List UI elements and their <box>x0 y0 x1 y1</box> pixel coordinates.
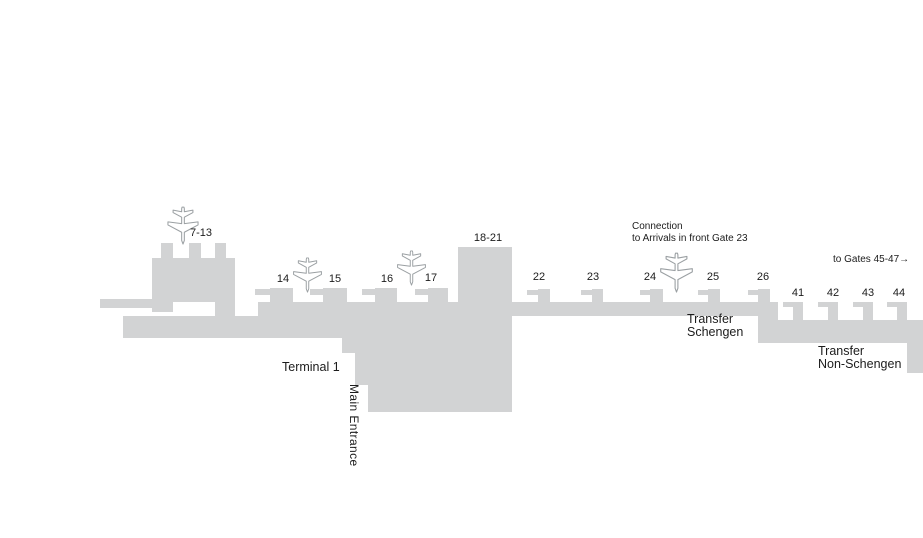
building-gate24-stub <box>650 289 663 303</box>
building-west-arm <box>100 299 152 308</box>
to-gates-45-47-note: to Gates 45-47→ <box>833 254 909 266</box>
building-central-block-a <box>342 338 512 353</box>
gate-label-25: 25 <box>706 271 720 283</box>
gate-label-42: 42 <box>826 287 840 299</box>
building-gate42-stub <box>828 302 838 320</box>
building-gate41-ledge <box>783 302 793 307</box>
building-gate23-ledge <box>581 290 592 295</box>
building-gate26-stub <box>758 289 770 303</box>
building-main-corridor <box>123 316 512 338</box>
building-gate17-ledge <box>415 289 428 295</box>
gate-label-18-21: 18-21 <box>473 232 503 244</box>
building-gates7-13-block <box>152 258 235 302</box>
connection-note-line2: to Arrivals in front Gate 23 <box>632 232 748 244</box>
building-pier-west-band <box>258 302 512 316</box>
gate-label-23: 23 <box>586 271 600 283</box>
airplane-icon-gates24-25 <box>660 252 693 293</box>
building-gates7-13-stub-1 <box>161 243 173 258</box>
building-central-block-b <box>355 353 512 385</box>
airplane-icon-gates16-17 <box>397 250 426 286</box>
building-gate22-ledge <box>527 290 538 295</box>
main-entrance-label: Main Entrance <box>347 384 361 467</box>
building-gate14-ledge <box>255 289 270 295</box>
gate-label-43: 43 <box>861 287 875 299</box>
transfer-schengen-line2: Schengen <box>687 325 744 340</box>
building-pier-east-band <box>512 302 770 316</box>
building-gate25-ledge <box>698 290 708 295</box>
building-gate43-stub <box>863 302 873 320</box>
right-arrow-icon: → <box>899 254 910 265</box>
building-central-block-c <box>368 385 512 412</box>
building-gate26-ledge <box>748 290 758 295</box>
transfer-non-schengen-label: Transfer Non-Schengen <box>818 344 902 372</box>
transfer-non-schengen-line1: Transfer <box>818 344 865 358</box>
transfer-schengen-label: Transfer Schengen <box>687 312 744 340</box>
building-gate16-ledge <box>362 289 375 295</box>
building-gate43-ledge <box>853 302 863 307</box>
building-gate22-stub <box>538 289 550 303</box>
building-gates7-13-foot-east <box>215 302 235 317</box>
airplane-icon-gates7-13 <box>167 206 199 245</box>
gate-label-41: 41 <box>791 287 805 299</box>
gate-label-44: 44 <box>892 287 906 299</box>
building-gate24-ledge <box>640 290 650 295</box>
gate-label-17: 17 <box>424 272 438 284</box>
building-gates18-21-block <box>458 247 512 316</box>
to-gates-45-47-text: to Gates 45-47 <box>833 254 900 265</box>
transfer-non-schengen-line2: Non-Schengen <box>818 357 902 372</box>
building-gate25-stub <box>708 289 720 303</box>
gate-label-14: 14 <box>276 273 290 285</box>
terminal-1-label: Terminal 1 <box>282 360 340 374</box>
building-gates7-13-stub-3 <box>215 243 226 258</box>
building-gate15-ledge <box>310 289 323 295</box>
building-nonschengen-band <box>758 320 923 343</box>
building-gate41-stub <box>793 302 803 320</box>
gate-label-7-13: 7-13 <box>189 227 213 239</box>
building-gate16-stub <box>375 288 397 303</box>
gate-label-26: 26 <box>756 271 770 283</box>
building-gate14-stub <box>270 288 293 303</box>
connection-note-line1: Connection <box>632 221 683 232</box>
building-gate17-stub <box>428 288 448 303</box>
building-gate42-ledge <box>818 302 828 307</box>
gate-label-15: 15 <box>328 273 342 285</box>
building-gate23-stub <box>592 289 603 303</box>
building-gates7-13-foot-west <box>152 302 173 312</box>
building-gate44-stub <box>897 302 907 320</box>
gate-label-16: 16 <box>380 273 394 285</box>
building-east-strip <box>907 343 923 373</box>
transfer-schengen-line1: Transfer <box>687 312 734 326</box>
airplane-icon-gates14-15 <box>293 257 322 293</box>
connection-note: Connection to Arrivals in front Gate 23 <box>632 221 748 245</box>
building-gates7-13-stub-2 <box>189 243 201 258</box>
building-gate15-stub <box>323 288 347 303</box>
building-gate44-ledge <box>887 302 897 307</box>
gate-label-24: 24 <box>643 271 657 283</box>
gate-label-22: 22 <box>532 271 546 283</box>
